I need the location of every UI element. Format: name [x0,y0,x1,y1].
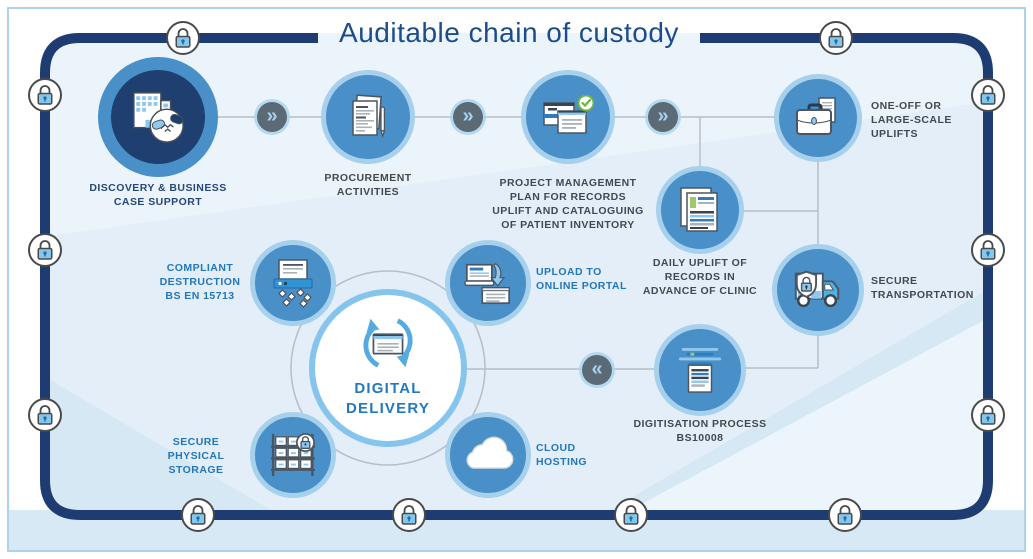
sync-arrows-window-icon [363,318,413,368]
label-one-off-uplifts: ONE-OFF OR LARGE-SCALE UPLIFTS [871,100,952,140]
node-daily-uplift [656,166,744,254]
chain-border [40,33,993,520]
chevron-left-icon: « [582,355,612,385]
node-digital-delivery-hub: DIGITAL DELIVERY [309,289,467,447]
padlock-icon [28,78,62,112]
padlock-icon [819,21,853,55]
node-physical-storage [250,412,336,498]
chevron-right-icon: » [453,102,483,132]
cloud-icon [466,436,514,469]
padlock-icon [614,498,648,532]
node-compliant-destruction [250,240,336,326]
padlock-icon [28,233,62,267]
padlock-icon [392,498,426,532]
label-procurement: PROCUREMENT ACTIVITIES [324,172,412,198]
storage-shelves-icon [270,433,316,477]
briefcase-document-icon [796,97,836,135]
label-physical-storage: SECURE PHYSICAL STORAGE [167,436,225,476]
node-cloud-hosting [445,412,531,498]
chevron-right-icon: » [648,102,678,132]
node-digitisation [654,324,746,416]
node-upload-portal [445,240,531,326]
node-procurement [321,70,415,164]
padlock-icon [971,78,1005,112]
node-discovery [98,57,218,177]
padlock-icon [166,21,200,55]
documents-pen-icon [352,94,386,139]
node-one-off-uplifts [774,74,862,162]
label-compliant-destruction: COMPLIANT DESTRUCTION BS EN 15713 [159,262,241,302]
padlock-icon [971,233,1005,267]
label-digitisation: DIGITISATION PROCESS BS10008 [633,418,767,444]
padlock-icon [181,498,215,532]
label-secure-transportation: SECURE TRANSPORTATION [871,275,974,301]
node-secure-transportation [772,244,864,336]
padlock-icon [828,498,862,532]
node-discovery-inner [111,70,205,164]
page-title: Auditable chain of custody [339,17,679,48]
label-discovery: DISCOVERY & BUSINESS CASE SUPPORT [89,182,227,208]
secure-truck-icon [794,270,840,308]
chevron-right-icon: » [257,102,287,132]
label-daily-uplift: DAILY UPLIFT OF RECORDS IN ADVANCE OF CL… [642,257,758,297]
padlock-icon [28,398,62,432]
scanner-document-icon [678,347,722,393]
label-upload-portal: UPLOAD TO ONLINE PORTAL [536,266,627,292]
business-handshake-icon [133,92,184,143]
records-pages-icon [680,187,718,232]
padlock-icon [971,398,1005,432]
upload-laptop-icon [464,263,511,305]
node-project-management [521,70,615,164]
hub-label: DIGITAL DELIVERY [345,379,431,417]
shredder-icon [273,259,313,308]
label-project-management: PROJECT MANAGEMENT PLAN FOR RECORDS UPLI… [492,177,644,231]
windows-checkmark-icon [543,95,594,134]
label-cloud-hosting: CLOUD HOSTING [536,442,587,468]
